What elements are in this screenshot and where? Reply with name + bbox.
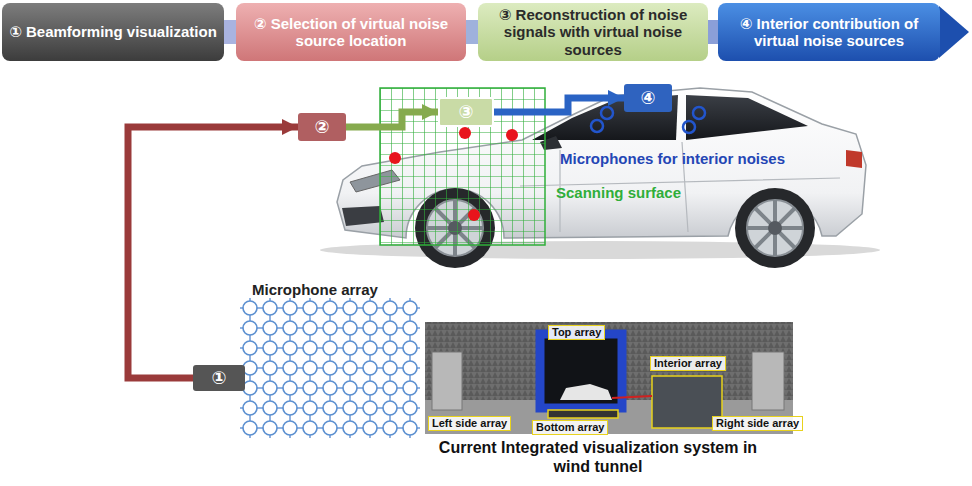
side-array bbox=[752, 352, 784, 410]
banner-arrow-tip bbox=[939, 6, 969, 58]
array-label: Right side array bbox=[712, 416, 803, 431]
step-title: ② Selection of virtual noise source loca… bbox=[242, 15, 460, 50]
step-number: ② bbox=[314, 117, 329, 138]
flow-arrow bbox=[494, 98, 624, 112]
bottom-array bbox=[548, 410, 618, 418]
step-marker: ③ bbox=[438, 97, 494, 127]
step-title: ③ Reconstruction of noise signals with v… bbox=[484, 6, 702, 58]
source-dot bbox=[459, 127, 471, 139]
step-number: ③ bbox=[458, 102, 473, 123]
nozzle-frame bbox=[540, 334, 622, 408]
microphone-array-grid bbox=[240, 298, 420, 438]
array-label: Interior array bbox=[650, 356, 726, 371]
step-title: ④ Interior contribution of virtual noise… bbox=[724, 15, 934, 50]
array-label: Left side array bbox=[428, 416, 511, 431]
step-number: ① bbox=[211, 368, 226, 389]
annotation-text: Microphone array bbox=[252, 281, 378, 299]
source-dot bbox=[468, 209, 480, 221]
step-marker: ① bbox=[193, 365, 245, 391]
mic-symbol bbox=[601, 107, 613, 119]
banner-link bbox=[464, 20, 478, 44]
banner-link bbox=[222, 20, 236, 44]
step-marker: ④ bbox=[624, 84, 672, 112]
step-number: ④ bbox=[640, 88, 655, 109]
side-array bbox=[432, 352, 462, 410]
source-dot bbox=[506, 129, 518, 141]
grille bbox=[342, 206, 384, 226]
step-banner: ③ Reconstruction of noise signals with v… bbox=[478, 3, 708, 61]
virtual-sources bbox=[389, 127, 518, 221]
car-illustration bbox=[320, 88, 880, 268]
step-title: ① Beamforming visualization bbox=[9, 23, 217, 40]
step-banner: ④ Interior contribution of virtual noise… bbox=[718, 3, 940, 61]
annotation-text: Microphones for interior noises bbox=[560, 150, 785, 168]
array-label: Top array bbox=[548, 325, 605, 340]
photo-caption: Current Integrated visualization system … bbox=[436, 438, 760, 476]
tail-light bbox=[846, 150, 862, 168]
flow-arrow bbox=[346, 112, 438, 127]
source-dot bbox=[389, 152, 401, 164]
test-car bbox=[560, 384, 612, 400]
mic-symbol bbox=[683, 121, 695, 133]
step-banner: ① Beamforming visualization bbox=[2, 3, 224, 61]
mic-symbol bbox=[693, 107, 705, 119]
step-banner: ② Selection of virtual noise source loca… bbox=[236, 3, 466, 61]
mic-symbol bbox=[591, 120, 603, 132]
flow-arrow bbox=[128, 127, 298, 378]
array-label: Bottom array bbox=[532, 420, 608, 435]
step-marker: ② bbox=[298, 113, 346, 141]
wheel bbox=[735, 188, 815, 268]
car-window bbox=[686, 95, 808, 140]
annotation-text: Scanning surface bbox=[556, 184, 681, 202]
leader-line bbox=[612, 396, 652, 398]
